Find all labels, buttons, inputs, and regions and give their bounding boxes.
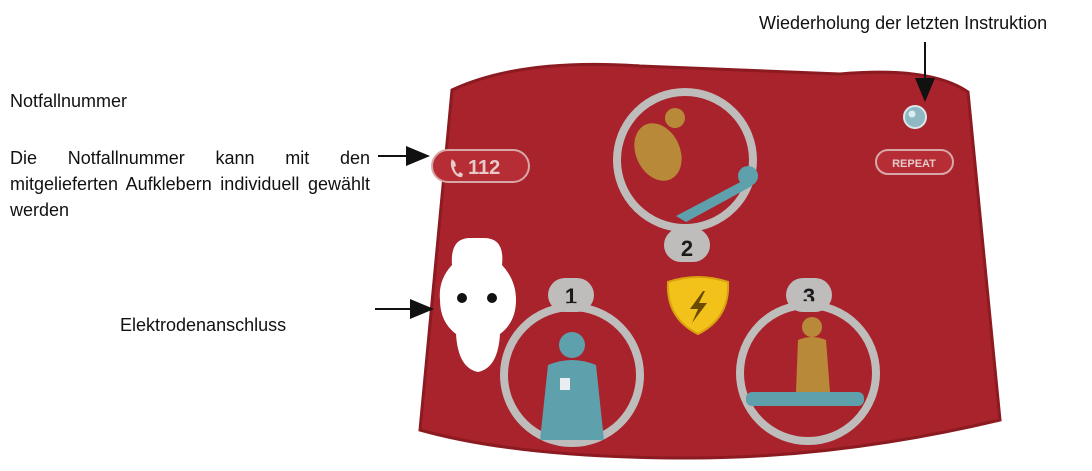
electrode-pin-left <box>457 293 467 303</box>
repeat-light-icon <box>904 106 926 128</box>
emergency-number-text: 112 <box>468 157 500 179</box>
repeat-button-text: REPEAT <box>892 158 936 170</box>
electrode-pin-right <box>487 293 497 303</box>
emergency-call-button[interactable]: 112 <box>432 150 529 182</box>
step-2-number: 2 <box>681 236 693 261</box>
